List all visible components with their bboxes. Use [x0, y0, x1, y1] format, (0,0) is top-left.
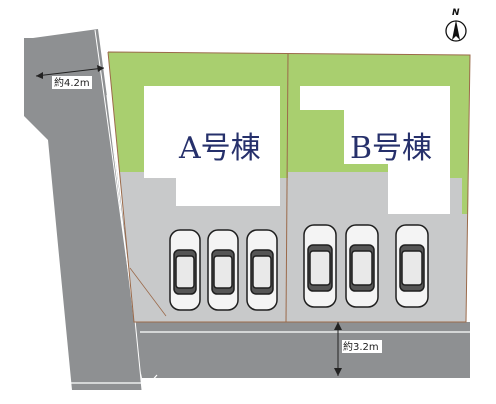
west-road: [24, 29, 142, 390]
west-road-dimension-arrow-right: [97, 65, 104, 72]
west-road-edge-line-inner: [106, 94, 135, 319]
building-b-footprint: [300, 86, 450, 214]
car-a-3: [246, 229, 278, 311]
car-a-1: [169, 229, 201, 311]
lot-diagonal-setback: [129, 267, 167, 317]
parking-b: [303, 224, 429, 308]
lot-a-paving: [120, 172, 288, 322]
building-a-label: A号棟: [178, 131, 261, 166]
west-road-width-label: 約4.2m: [54, 76, 90, 89]
site-boundary: [107, 51, 471, 323]
west-road-dimension-bg: [52, 76, 92, 89]
car-b-2: [345, 224, 379, 308]
building-b-label: B号棟: [350, 131, 432, 166]
south-road-corner-line: [70, 374, 158, 384]
west-road-dimension-arrow-left: [36, 72, 43, 79]
west-road-dimension-line: [35, 67, 105, 77]
compass: N: [445, 8, 467, 42]
lot-divider: [285, 53, 289, 323]
south-road-width-label: 約3.2m: [343, 340, 379, 353]
south-road-dimension-bg: [342, 340, 382, 353]
south-road: [130, 322, 470, 378]
south-road-dimension-arrow-top: [334, 322, 342, 330]
compass-needle-icon: [452, 20, 460, 40]
compass-north-label: N: [452, 8, 460, 18]
building-a-footprint: [144, 86, 280, 206]
car-b-1: [303, 224, 337, 308]
car-a-2: [207, 229, 239, 311]
car-b-3: [395, 224, 429, 308]
south-road-dimension-arrow-bottom: [334, 368, 342, 376]
parking-a: [169, 229, 278, 311]
